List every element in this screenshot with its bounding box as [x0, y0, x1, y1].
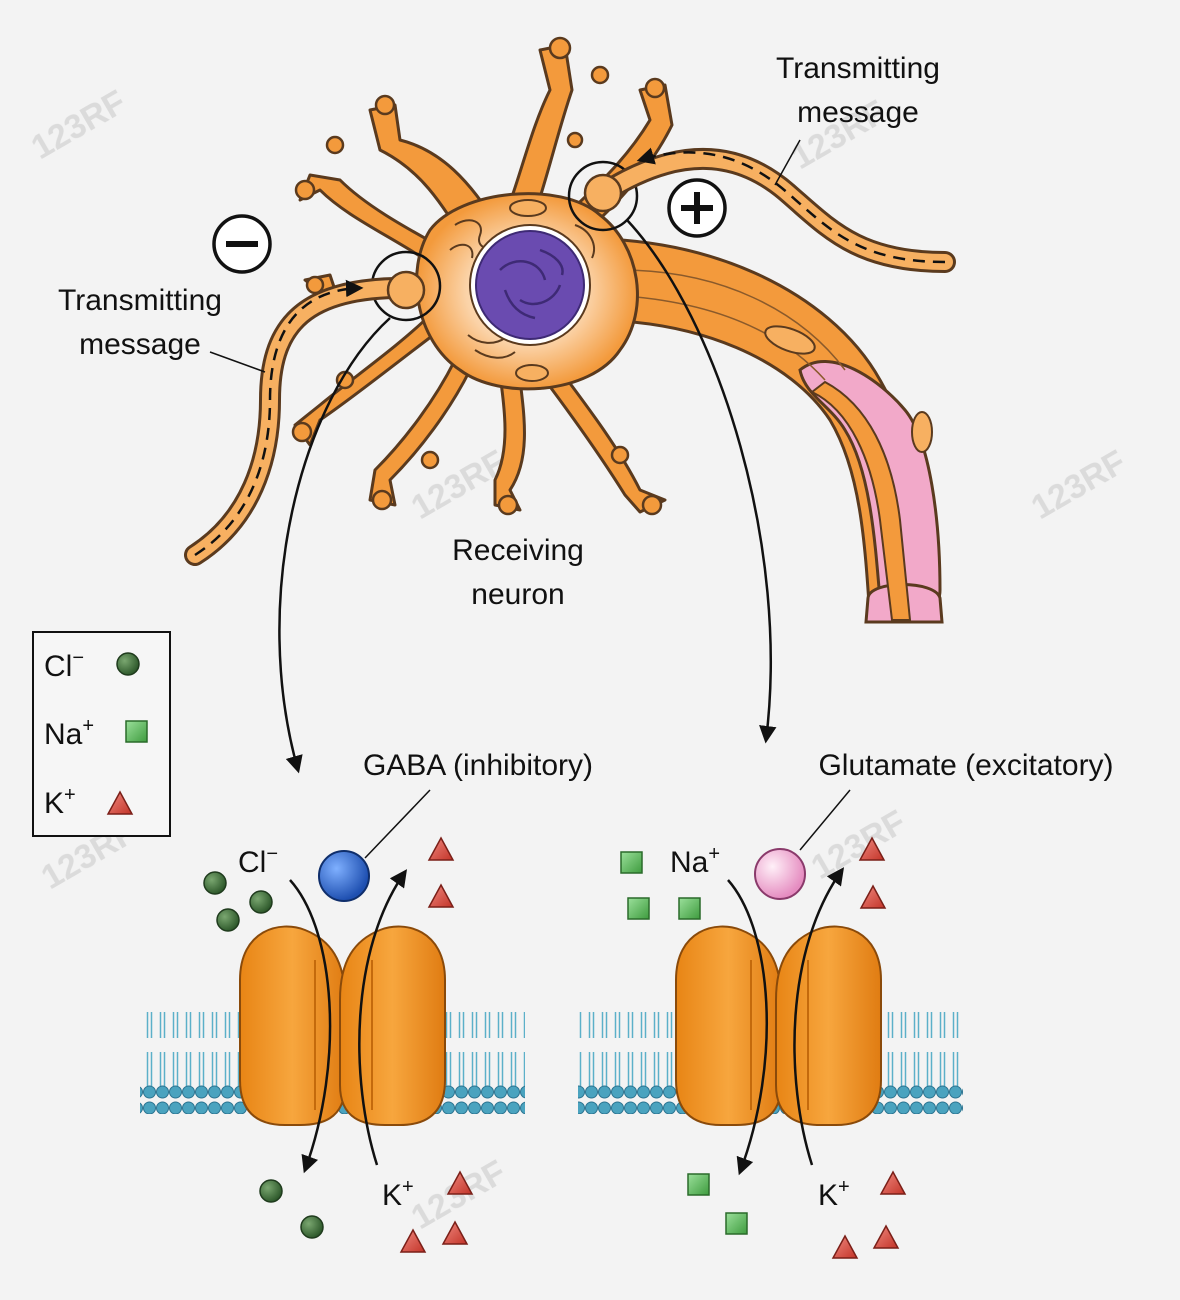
- receiving-neuron-label-2: neuron: [471, 578, 564, 611]
- cl-influx-arrow: [289, 879, 332, 1174]
- left-cl-label: Cl−: [238, 843, 278, 879]
- left-k-label: K+: [382, 1176, 414, 1212]
- legend-na-square: [125, 720, 148, 743]
- excitatory-input-axon: [583, 147, 956, 273]
- na-ion: [627, 897, 650, 920]
- right-na-label: Na+: [670, 843, 720, 879]
- transmitting-message-right-label-1: Transmitting: [776, 52, 940, 85]
- legend-k-label: K+: [44, 784, 76, 820]
- transmitting-message-right-label-2: message: [797, 96, 919, 129]
- gaba-channel-right-subunit: [339, 925, 446, 1126]
- cl-ion: [249, 890, 273, 914]
- legend-cl-circle: [116, 652, 140, 676]
- receiving-neuron-label-1: Receiving: [452, 534, 584, 567]
- glutamate-channel-right-subunit: [775, 925, 882, 1126]
- dendrite: [543, 368, 667, 514]
- glutamate-label: Glutamate (excitatory): [818, 749, 1113, 782]
- k-efflux-arrow: [358, 869, 408, 1166]
- na-ion: [620, 851, 643, 874]
- na-ion: [678, 897, 701, 920]
- legend-k-triangle: [106, 790, 134, 815]
- k-ion: [831, 1234, 859, 1259]
- axon-core: [810, 380, 912, 621]
- svg-text:123RF: 123RF: [1025, 443, 1132, 527]
- k-efflux-arrow-right: [793, 867, 845, 1166]
- transmitting-message-left-label-2: message: [79, 328, 201, 361]
- cl-ion: [300, 1215, 324, 1239]
- excitatory-synapse-highlight: [567, 160, 639, 232]
- legend-na-label: Na+: [44, 715, 94, 751]
- left-message-leader-line: [209, 351, 266, 373]
- excitatory-zoom-arrow: [626, 219, 777, 744]
- glutamate-molecule: [754, 848, 806, 900]
- na-influx-arrow: [727, 879, 769, 1176]
- right-k-label: K+: [818, 1176, 850, 1212]
- dendrite: [493, 373, 526, 512]
- inhibitory-sign: [212, 214, 272, 274]
- k-ion: [858, 836, 886, 861]
- gaba-label: GABA (inhibitory): [363, 749, 593, 782]
- k-ion: [441, 1220, 469, 1245]
- transmitting-message-left-label-1: Transmitting: [58, 284, 222, 317]
- dendrite: [368, 358, 472, 507]
- na-ion: [687, 1173, 710, 1196]
- gaba-channel-panel: GABA (inhibitory) Cl− K+: [140, 749, 593, 1253]
- excitatory-sign: [667, 178, 727, 238]
- inhibitory-zoom-arrow: [278, 317, 391, 774]
- svg-text:123RF: 123RF: [805, 803, 912, 887]
- cl-ion: [216, 908, 240, 932]
- svg-text:123RF: 123RF: [25, 83, 132, 167]
- receiving-neuron: [291, 36, 944, 624]
- cl-ion: [203, 871, 227, 895]
- k-ion: [879, 1170, 907, 1195]
- k-ion: [427, 883, 455, 908]
- k-ion: [446, 1170, 474, 1195]
- glutamate-channel-panel: Glutamate (excitatory) Na+ K+: [578, 749, 1114, 1259]
- svg-text:123RF: 123RF: [405, 1153, 512, 1237]
- na-ion: [725, 1212, 748, 1235]
- k-ion: [872, 1224, 900, 1249]
- glutamate-channel-left-subunit: [675, 925, 782, 1126]
- k-ion: [859, 884, 887, 909]
- right-message-leader-line: [774, 139, 801, 186]
- cl-ion: [259, 1179, 283, 1203]
- k-ion: [427, 836, 455, 861]
- gaba-molecule: [318, 850, 370, 902]
- inhibitory-input-axon: [184, 270, 426, 566]
- legend-cl-label: Cl−: [44, 647, 84, 683]
- ion-legend: Cl− Na+ K+: [32, 631, 171, 837]
- k-ion: [399, 1228, 427, 1253]
